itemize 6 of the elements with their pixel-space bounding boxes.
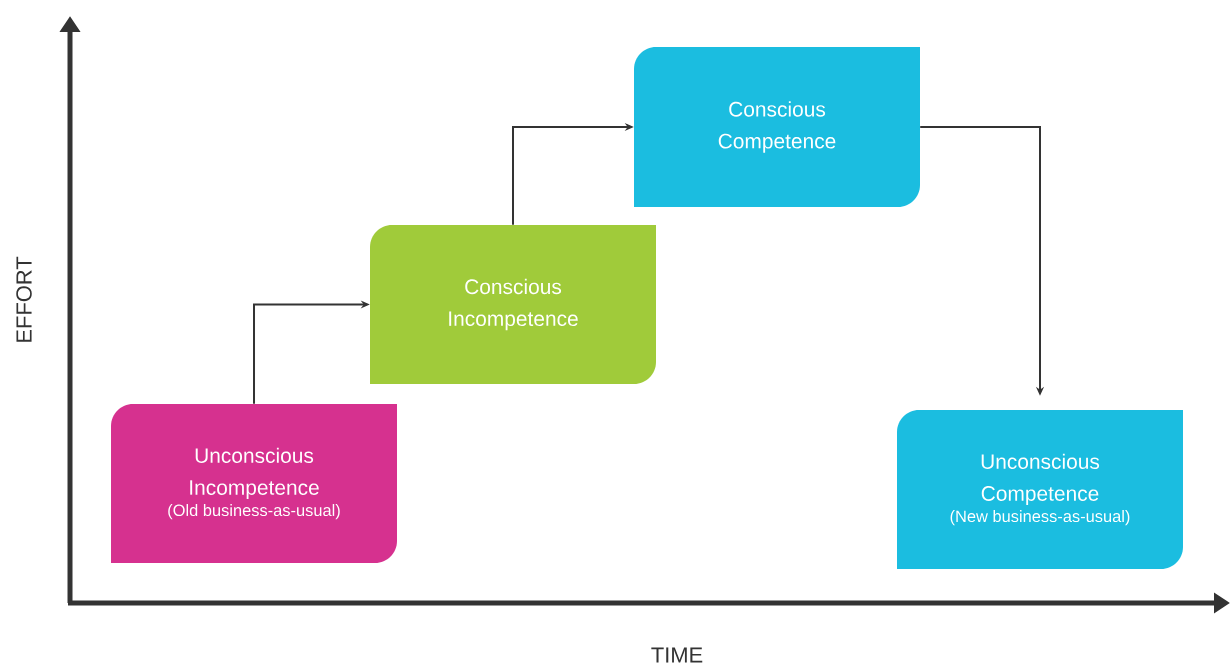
axis-label: TIME bbox=[651, 647, 703, 663]
axis-label: EFFORT bbox=[16, 256, 32, 342]
process-box: Unconscious Competence (New business-as-usual) bbox=[897, 410, 1183, 569]
process-box: Conscious Incompetence bbox=[370, 225, 656, 384]
process-box: Conscious Competence bbox=[634, 47, 920, 207]
process-box: Unconscious Incompetence (Old business-as-usual) bbox=[111, 404, 397, 563]
